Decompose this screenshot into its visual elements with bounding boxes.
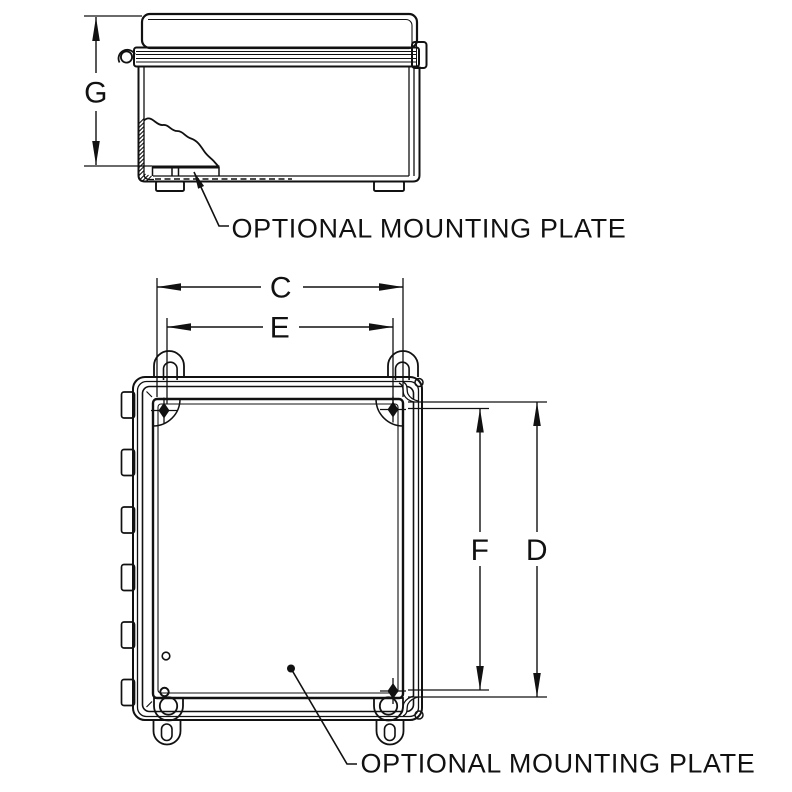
right-foot: [373, 180, 405, 192]
hinge-knuckle: [120, 621, 136, 649]
side-callout: OPTIONAL MOUNTING PLATE: [193, 171, 627, 244]
dim-label-c: C: [270, 272, 292, 305]
f-arrow-up: [476, 408, 484, 433]
pilot-hole: [159, 686, 170, 698]
leader-arrowhead: [194, 172, 205, 189]
break-out-top-right: [398, 381, 419, 403]
marker-diamond: [387, 401, 399, 418]
dim-label-d: D: [526, 534, 548, 567]
hinge-knuckle: [120, 448, 136, 477]
mounting-plate-body: [151, 167, 220, 176]
cover-screw-hole: [414, 377, 424, 388]
f-arrow-down: [476, 666, 484, 690]
hinge-knuckle: [120, 678, 136, 707]
e-arrow-right: [369, 323, 393, 331]
d-ext-lines: [408, 401, 547, 698]
enclosure-outline: [132, 376, 423, 721]
break-fill: [399, 696, 418, 716]
d-arrow-down: [533, 673, 541, 697]
front-callout: OPTIONAL MOUNTING PLATE: [287, 664, 756, 779]
hinge-knuckle: [120, 563, 136, 592]
hole-marker-top-left: [151, 397, 177, 424]
bottom-right-ear-slot: [383, 723, 396, 742]
bottom-left-ear-slot: [160, 723, 173, 742]
g-arrow-up: [92, 17, 100, 41]
bottom-right-boss-hole: [378, 696, 399, 716]
d-arrow-up: [533, 402, 541, 426]
top-right-boss: [375, 398, 404, 427]
cover-screw-hole: [414, 710, 424, 720]
opening-inner-edge: [157, 403, 399, 694]
bottom-left-boss: [153, 697, 184, 722]
section-hatching: [138, 118, 152, 182]
side-view: G OPTIONAL MOUNTING PLATE: [84, 12, 627, 244]
dim-label-e: E: [270, 312, 291, 345]
hole-marker-bottom-right: [380, 678, 406, 704]
e-ext-lines: [166, 318, 394, 404]
bottom-left-boss-hole: [158, 696, 179, 716]
hole-marker-top-right: [380, 396, 406, 423]
marker-diamond: [387, 683, 399, 699]
bottom-left-ear: [152, 720, 182, 746]
dimension-d: D: [408, 401, 548, 698]
body-outline: [137, 66, 421, 183]
callout-text: OPTIONAL MOUNTING PLATE: [232, 214, 627, 244]
break-fill: [399, 382, 418, 402]
bottom-right-ear: [375, 720, 405, 746]
g-arrow-down: [92, 141, 100, 165]
c-arrow-right: [379, 283, 403, 291]
pilot-hole: [161, 651, 171, 661]
hinge-pin: [120, 50, 134, 64]
cover-face: [141, 385, 415, 713]
leader-line: [290, 668, 357, 765]
break-curve: [402, 381, 419, 402]
c-arrow-left: [157, 283, 181, 291]
top-left-ear-slot: [162, 361, 178, 380]
dimension-g: G: [84, 15, 152, 167]
e-arrow-left: [167, 323, 191, 331]
lid-inner-edge: [148, 18, 413, 43]
top-left-ear: [153, 350, 185, 377]
break-curve: [402, 696, 419, 717]
corner-ticks: [146, 391, 153, 708]
right-wall-lines: [408, 66, 415, 176]
top-right-ear-slot: [394, 361, 410, 380]
dim-label-f: F: [471, 534, 490, 567]
top-left-boss: [152, 398, 181, 427]
callout-text: OPTIONAL MOUNTING PLATE: [361, 749, 756, 779]
f-ext-lines: [408, 407, 489, 691]
marker-diamond: [158, 402, 170, 419]
break-line: [143, 117, 220, 168]
lid-flange: [133, 46, 420, 68]
c-ext-lines: [156, 278, 404, 397]
opening-rim: [151, 397, 405, 700]
hinge-knuckles: [120, 391, 136, 707]
leader-line: [193, 171, 229, 227]
bottom-right-boss: [373, 697, 404, 722]
dimension-e: E: [166, 312, 394, 404]
cover-edge: [136, 380, 420, 718]
dimension-c: C: [156, 272, 404, 397]
left-foot: [155, 180, 185, 192]
front-view: C E F D OPTIONAL M: [120, 272, 756, 779]
hinge-barrel: [117, 48, 136, 63]
dimension-f: F: [408, 407, 490, 691]
flange-seal-lines: [136, 51, 417, 63]
hinge-knuckle: [120, 506, 136, 534]
break-curve: [398, 382, 415, 403]
hinge-knuckle: [120, 391, 136, 419]
dim-label-g: G: [84, 77, 108, 110]
